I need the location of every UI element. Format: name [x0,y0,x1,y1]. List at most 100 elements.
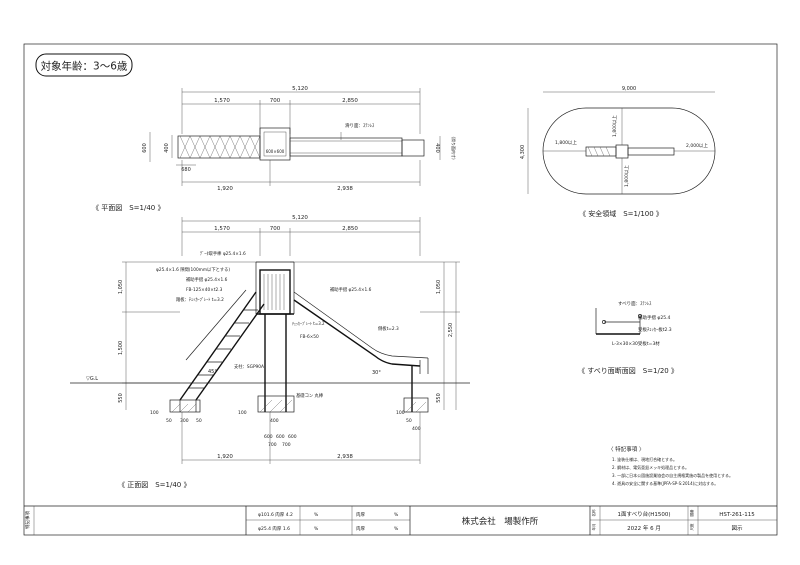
front-label-1: ﾃﾞｰﾀ取手棒 φ25.4×1.6 [200,250,246,257]
front-dim-bottom-left: 1,920 [217,454,233,460]
slide-section-view: すべり面：ｽﾃﾝﾚｽ 補助手摺 φ25.4 受板ﾁｪｯｶｰ板t2.3 L-3×3… [578,300,678,375]
notes-heading: 〈 特記事項 〉 [608,445,645,453]
front-dim-r550: 550 [436,393,442,403]
front-title: 《 正面図 S=1/40 》 [118,481,190,489]
plan-dim-bottom-left: 1,920 [217,186,233,192]
section-label-angle: L-3×30×30受板t=3材 [612,340,660,347]
front-dim-50c: 50 [406,418,412,424]
tb-notes-label: 特記事項 [24,511,31,529]
front-view: 5,120 1,570 700 2,850 1,050 1,500 550 1,… [70,215,470,489]
plan-dim-r400: 400 [434,143,440,153]
tb-date-label: 年月 [591,524,596,531]
tb-nikuatsu-2: 肉厚 [356,525,365,532]
front-dim-r2550: 2,550 [448,323,454,337]
front-dim-400: 400 [270,418,279,424]
section-label-side: 受板ﾁｪｯｶｰ板t2.3 [638,326,672,333]
front-label-11: 45° [208,369,217,375]
section-label-slide: すべり面：ｽﾃﾝﾚｽ [618,300,652,307]
front-label-2: φ25.4×1.6 隙間(100mm以下とする) [156,266,230,273]
notes-item-1: 1. 塗装仕様は、現地打合確とする。 [612,456,677,462]
safety-area-view: 9,000 4,300 1,800以上 1,800以上 2,000以上 1,80… [520,86,716,218]
safety-dim-left: 1,800以上 [555,139,577,146]
front-gl-label: ▽G.L [86,376,98,382]
front-dim-550: 550 [118,393,124,403]
front-label-3: 補助手摺 φ25.4×1.6 [186,276,228,283]
plan-dim-600: 600 [142,143,148,153]
plan-dim-left: 1,570 [214,98,230,104]
front-label-4: FB-125×40×t2.3 [186,287,223,293]
front-dim-50b: 50 [196,418,202,424]
plan-dim-680: 680 [181,167,191,173]
front-dim-50a: 50 [166,418,172,424]
safety-dim-bottom: 1,800以上 [623,165,630,187]
tb-name-label: 名称 [591,509,596,517]
front-dim-100b: 100 [238,410,247,416]
front-dim-mid: 700 [270,226,281,232]
age-badge-text: 対象年齢：3～6歳 [41,60,128,73]
front-dim-400r: 400 [412,426,421,432]
front-label-7: ﾁｪｯｶｰﾌﾟﾚｰﾄ t=3.2 [292,320,325,326]
section-title: 《 すべり面断面図 S=1/20 》 [578,366,678,375]
front-label-13: 基礎コン 丸棒 [296,392,324,399]
front-dim-r1050: 1,050 [436,280,442,294]
tb-pipe1: φ101.6 肉厚 4.2 [258,511,293,518]
plan-deck-label: 600×600 [266,149,285,154]
front-label-9: 側板t=2.3 [378,325,399,332]
plan-slide-label: 滑り面：ｽﾃﾝﾚｽ [345,122,375,129]
front-label-10: 支柱：SGP90A [234,363,264,370]
tb-no: HST-261-115 [719,512,755,518]
safety-dim-top: 1,800以上 [611,115,618,137]
front-label-5: 踏板：ﾁｪｯｶｰﾌﾟﾚｰﾄ t=3.2 [176,296,224,303]
tb-pipe2-mark: % [314,526,319,532]
tb-pipe1-mark: % [314,512,319,518]
front-dim-600c: 600 [288,434,297,440]
tb-pipe2: φ25.4 肉厚 1.6 [258,525,290,532]
sheet-border [23,43,778,536]
safety-dim-right: 2,000以上 [686,142,708,149]
plan-dim-mid: 700 [270,98,281,104]
title-block: 特記事項 φ101.6 肉厚 4.2 φ25.4 肉厚 1.6 % % 肉厚 肉… [24,505,777,535]
notes-item-4: 4. 遊具の安全に関する基準(JPFA-SP-S:2014)に対応する。 [612,480,718,486]
notes-item-3: 3. 一部に日本公園施設業協会の自主規格実施の製品を使用とする。 [612,472,733,478]
front-dim-700b: 700 [282,442,291,448]
front-dim-300: 300 [180,418,189,424]
plan-dim-400: 400 [164,143,170,153]
front-dim-700a: 700 [268,442,277,448]
front-dim-1500: 1,500 [118,341,124,355]
notes-block: 〈 特記事項 〉 1. 塗装仕様は、現地打合確とする。 2. 鋼材は、電気亜鉛メ… [608,445,733,486]
front-dim-1050: 1,050 [118,280,124,294]
tb-scale: 図示 [731,525,743,532]
age-badge: 対象年齢：3～6歳 [35,53,133,77]
notes-item-2: 2. 鋼材は、電気亜鉛メッキ処理品とする。 [612,464,689,470]
front-label-8: FB-6×50 [300,334,319,340]
tb-nikuatsu-1: 肉厚 [356,511,365,518]
tb-name: 1面すべり台(H1500) [617,510,670,518]
front-dim-right: 2,850 [342,226,358,232]
tb-no-label: 図番 [689,509,694,517]
tb-scale-label: 尺度 [689,523,694,531]
front-dim-100a: 100 [150,410,159,416]
safety-title: 《 安全領域 S=1/100 》 [579,209,663,218]
front-label-12: 30° [372,370,381,376]
front-dim-total: 5,120 [292,215,308,221]
plan-dim-right: 2,850 [342,98,358,104]
plan-dim-total: 5,120 [292,86,308,92]
safety-dim-width: 9,000 [622,86,636,92]
front-dim-bottom-right: 2,938 [337,454,353,460]
front-dim-left: 1,570 [214,226,230,232]
tb-date: 2022 年 6 月 [627,524,661,532]
plan-slide-width: (滑り面内寸) [451,136,457,160]
tb-nikuatsu-2-mark: % [394,526,399,532]
front-dim-100c: 100 [396,410,405,416]
section-label-rail: 補助手摺 φ25.4 [638,314,671,321]
safety-dim-height: 4,300 [520,145,526,159]
tb-company: 株式会社 場製作所 [462,516,539,527]
plan-view: 5,120 1,570 700 2,850 600 400 680 600×60… [92,86,457,212]
front-dim-600b: 600 [276,434,285,440]
plan-dim-bottom-right: 2,938 [337,186,353,192]
tb-nikuatsu-1-mark: % [394,512,399,518]
plan-title: 《 平面図 S=1/40 》 [92,204,164,212]
front-dim-600a: 600 [264,434,273,440]
front-label-6: 補助手摺 φ25.4×1.6 [330,286,372,293]
